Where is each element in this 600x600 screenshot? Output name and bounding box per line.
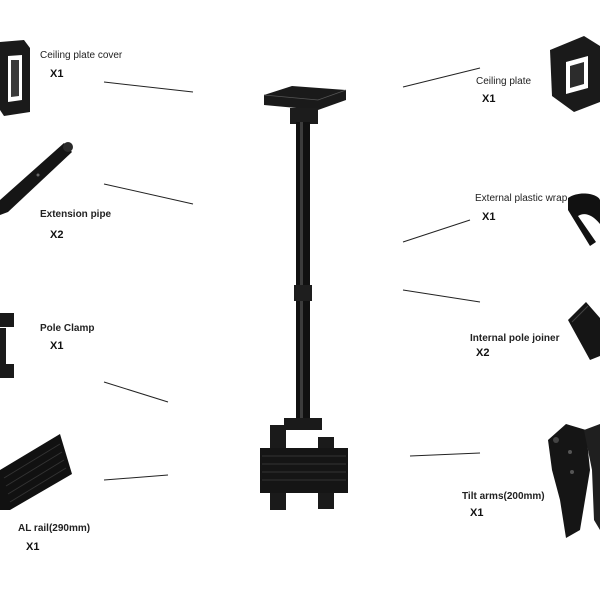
leader-ceiling-plate-cover	[103, 81, 194, 93]
qty-internal-pole-joiner: X2	[476, 347, 490, 359]
tilt-arms-image	[548, 424, 600, 538]
label-ceiling-plate-cover: Ceiling plate cover	[40, 50, 123, 61]
label-al-rail: AL rail(290mm)	[18, 523, 91, 534]
leader-tilt-arms	[409, 452, 481, 457]
qty-external-plastic-wrap: X1	[482, 211, 496, 223]
qty-ceiling-plate: X1	[482, 93, 496, 105]
qty-ceiling-plate-cover: X1	[50, 68, 64, 80]
qty-extension-pipe: X2	[50, 229, 64, 241]
assembled-mount-image	[260, 86, 348, 510]
leader-extension-pipe	[103, 183, 194, 205]
qty-tilt-arms: X1	[470, 507, 484, 519]
extension-pipe-image	[0, 142, 73, 215]
ceiling-plate-image	[550, 36, 600, 112]
label-external-plastic-wrap: External plastic wrap	[475, 193, 568, 204]
leader-external-wrap	[402, 219, 471, 243]
leader-al-rail	[103, 474, 169, 481]
al-rail-image	[0, 434, 72, 510]
label-internal-pole-joiner: Internal pole joiner	[470, 333, 560, 344]
ceiling-plate-cover-image	[0, 40, 30, 116]
label-extension-pipe: Extension pipe	[40, 209, 112, 220]
pole-clamp-image	[0, 313, 14, 378]
leader-lines	[103, 67, 481, 481]
external-plastic-wrap-image	[568, 193, 600, 246]
label-tilt-arms: Tilt arms(200mm)	[462, 491, 545, 502]
qty-al-rail: X1	[26, 541, 40, 553]
qty-pole-clamp: X1	[50, 340, 64, 352]
label-ceiling-plate: Ceiling plate	[476, 76, 532, 87]
leader-pole-clamp	[103, 381, 169, 403]
internal-pole-joiner-image	[568, 302, 600, 360]
leader-ceiling-plate	[402, 67, 481, 88]
leader-internal-joiner	[402, 289, 481, 303]
label-pole-clamp: Pole Clamp	[40, 323, 95, 334]
